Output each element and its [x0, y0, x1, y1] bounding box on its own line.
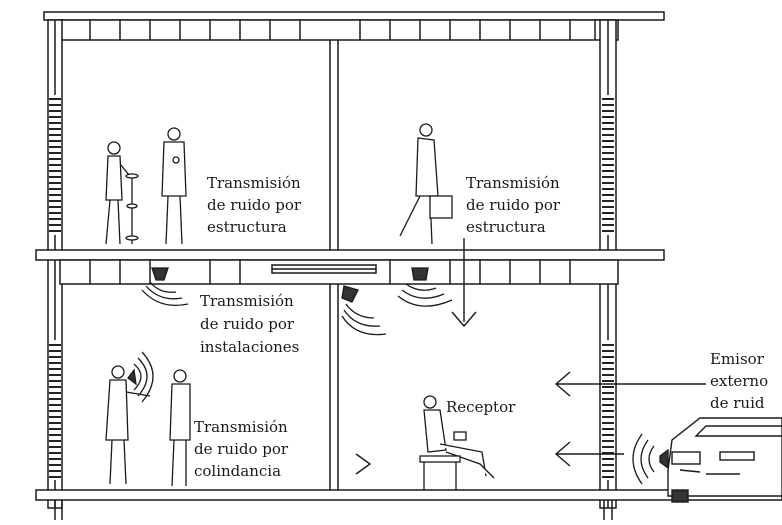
floor-joists — [89, 260, 571, 284]
person-man-upper — [161, 127, 187, 245]
label-middle-line3: instalaciones — [200, 338, 299, 356]
label-upper-right-line1: Transmisión — [466, 174, 560, 192]
arrow-down-icon — [451, 311, 477, 328]
label-external-line2: externo — [710, 372, 768, 390]
label-lower-left-line1: Transmisión — [194, 418, 288, 436]
label-lower-left: Transmisión de ruido por colindancia — [194, 418, 289, 480]
small-table — [125, 173, 139, 244]
car — [667, 417, 782, 503]
label-upper-right-line2: de ruido por — [466, 196, 561, 214]
label-upper-right: Transmisión de ruido por estructura — [466, 174, 561, 236]
person-listening — [169, 369, 191, 487]
label-receptor: Receptor — [446, 398, 516, 416]
label-external-line3: de ruid — [710, 394, 765, 412]
label-external: Emisor externo de ruid — [710, 350, 768, 412]
label-upper-right-line3: estructura — [466, 218, 546, 236]
arrow-right-icon — [355, 453, 372, 475]
label-lower-left-line3: colindancia — [194, 462, 281, 480]
label-upper-left-line3: estructura — [207, 218, 287, 236]
label-upper-left-line2: de ruido por — [207, 196, 302, 214]
person-woman-upper — [105, 141, 131, 245]
person-receptor-seated — [419, 395, 495, 490]
person-walking — [399, 123, 453, 245]
label-external-line1: Emisor — [710, 350, 765, 368]
label-middle: Transmisión de ruido por instalaciones — [200, 292, 299, 356]
label-upper-left-line1: Transmisión — [207, 174, 301, 192]
label-middle-line1: Transmisión — [200, 292, 294, 310]
label-lower-left-line2: de ruido por — [194, 440, 289, 458]
label-upper-left: Transmisión de ruido por estructura — [207, 174, 302, 236]
building-structure — [35, 11, 782, 520]
roof-joists — [89, 20, 596, 40]
noise-arrows — [355, 238, 706, 475]
person-speaking — [105, 365, 151, 485]
people — [105, 123, 495, 490]
label-middle-line2: de ruido por — [200, 315, 295, 333]
